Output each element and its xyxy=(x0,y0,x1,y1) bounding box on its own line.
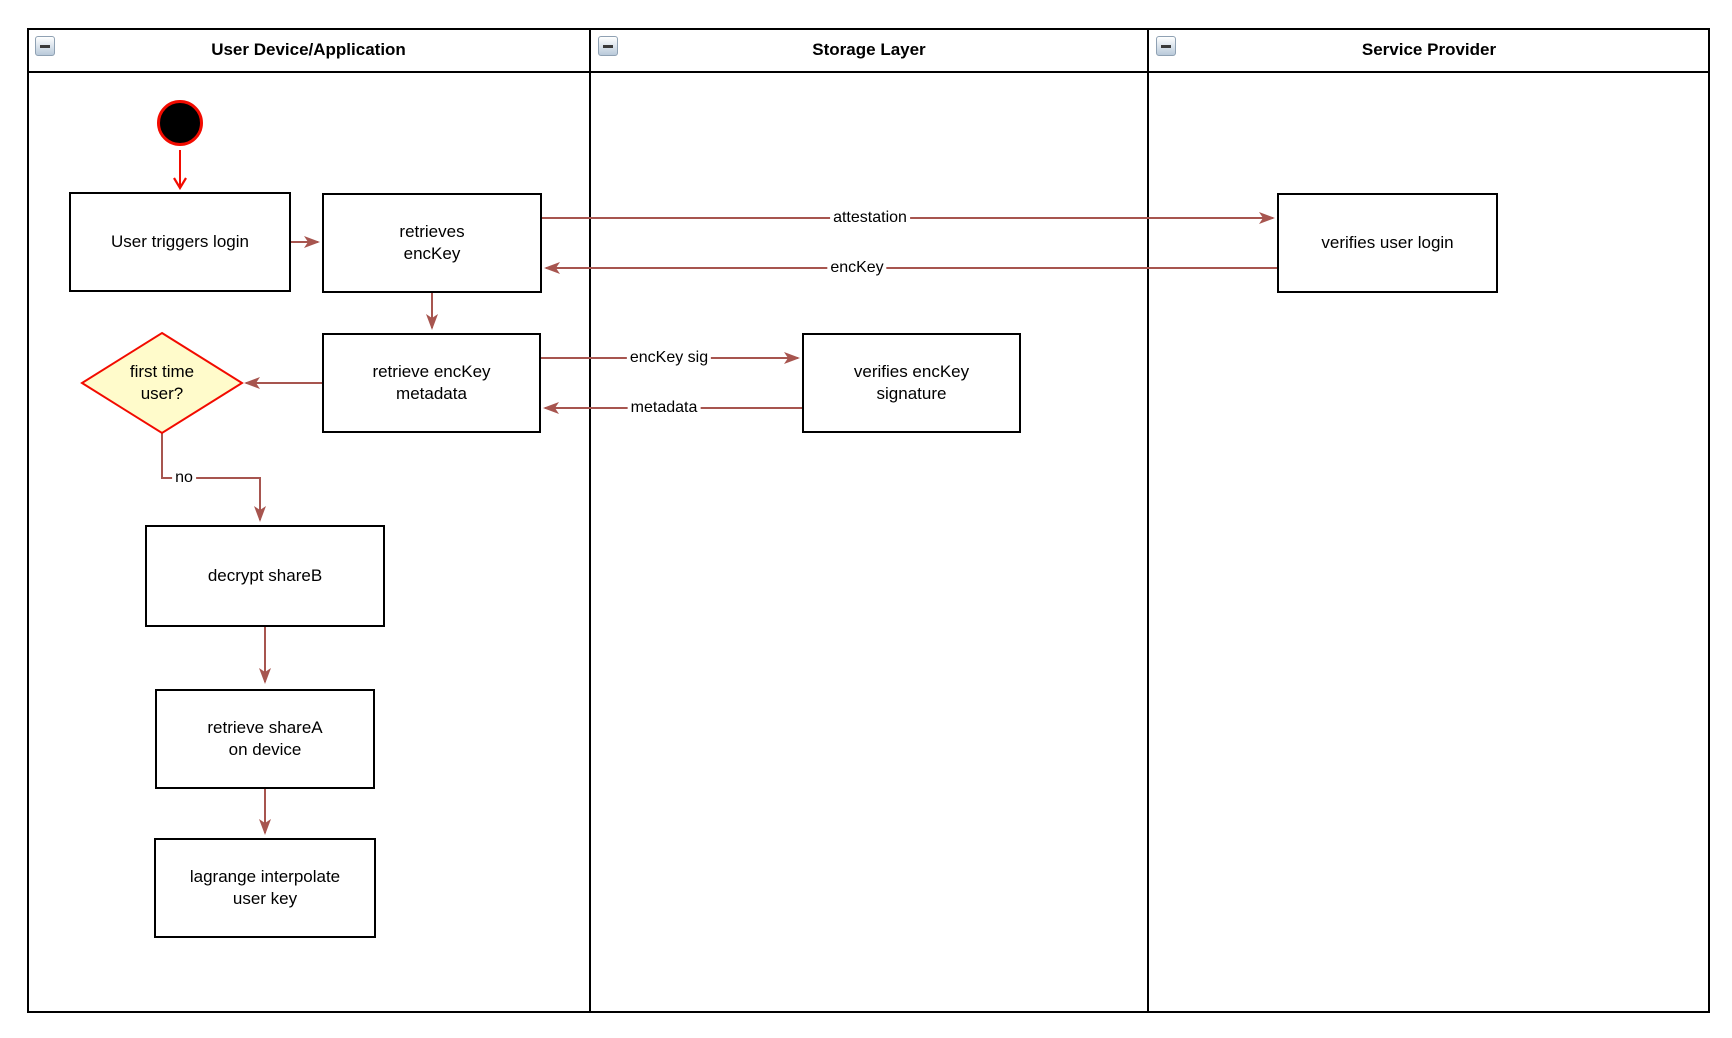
decision-label: first time user? xyxy=(129,361,195,403)
lane-title: Service Provider xyxy=(1361,39,1497,59)
edge-no-branch[interactable] xyxy=(161,433,266,522)
edge-label-attestation: attestation xyxy=(830,209,910,227)
edge-label-enckey: encKey xyxy=(827,259,887,277)
node-verifies-user-login[interactable]: verifies user login xyxy=(1277,193,1498,293)
edge-label-no: no xyxy=(172,469,196,487)
minus-icon xyxy=(40,44,50,48)
edge-label-metadata: metadata xyxy=(627,399,701,417)
collapse-icon[interactable] xyxy=(35,36,55,56)
node-retrieve-sharea[interactable]: retrieve shareA on device xyxy=(155,689,375,789)
lane-divider-1 xyxy=(589,28,591,1013)
edge-label-enckey-sig: encKey sig xyxy=(626,349,712,367)
minus-icon xyxy=(1161,44,1171,48)
lane-title: User Device/Application xyxy=(211,39,406,59)
lane-divider-2 xyxy=(1147,28,1149,1013)
lane-title: Storage Layer xyxy=(812,39,926,59)
node-decrypt-shareb[interactable]: decrypt shareB xyxy=(145,525,385,627)
collapse-icon[interactable] xyxy=(1156,36,1176,56)
node-user-triggers-login[interactable]: User triggers login xyxy=(69,192,291,292)
minus-icon xyxy=(603,44,613,48)
node-retrieves-enckey[interactable]: retrieves encKey xyxy=(322,193,542,293)
node-lagrange-interpolate[interactable]: lagrange interpolate user key xyxy=(154,838,376,938)
lane-header-user-device[interactable]: User Device/Application xyxy=(27,28,590,73)
lane-header-storage-layer[interactable]: Storage Layer xyxy=(590,28,1148,73)
lane-header-service-provider[interactable]: Service Provider xyxy=(1148,28,1710,73)
node-retrieve-enckey-metadata[interactable]: retrieve encKey metadata xyxy=(322,333,541,433)
decision-first-time-user[interactable] xyxy=(80,331,244,435)
node-verifies-enckey-signature[interactable]: verifies encKey signature xyxy=(802,333,1021,433)
start-node[interactable] xyxy=(157,100,203,146)
collapse-icon[interactable] xyxy=(598,36,618,56)
